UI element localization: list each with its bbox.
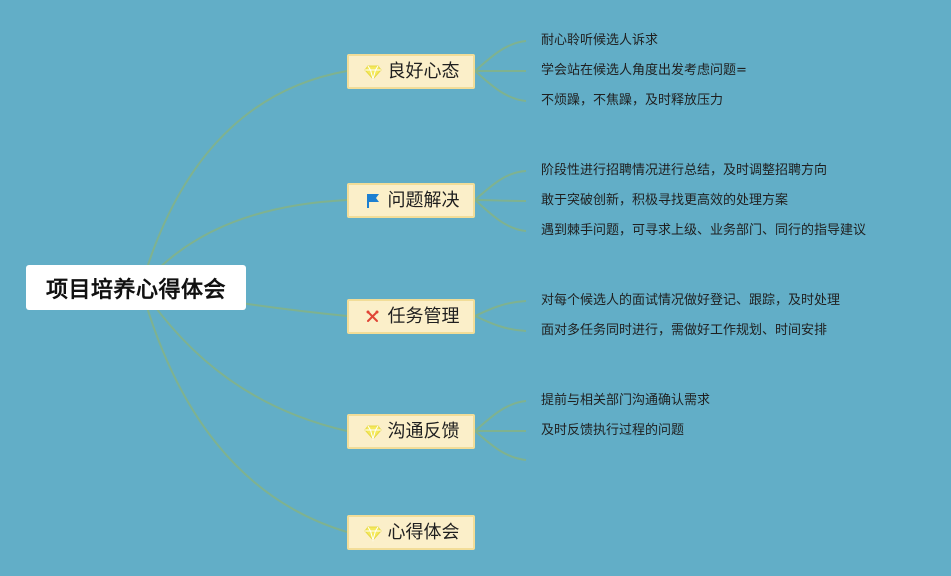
flag-icon	[363, 191, 383, 211]
leaf-topic[interactable]: 耐心聆听候选人诉求	[541, 33, 659, 48]
leaf-topic[interactable]: 对每个候选人的面试情况做好登记、跟踪，及时处理	[541, 293, 841, 308]
root-topic[interactable]: 项目培养心得体会	[26, 265, 246, 310]
leaf-topic[interactable]: 不烦躁，不焦躁，及时释放压力	[541, 93, 724, 108]
branch-2-connector-1	[474, 170, 527, 201]
branch-3-connector-2	[474, 315, 527, 332]
branch-label: 问题解决	[387, 189, 460, 211]
branch-4-connector-1	[474, 400, 527, 432]
root-connector-5	[140, 286, 348, 533]
gem-icon	[363, 62, 383, 82]
leaf-topic[interactable]: 阶段性进行招聘情况进行总结，及时调整招聘方向	[541, 163, 828, 178]
root-connector-4	[140, 286, 348, 432]
gem-icon	[363, 523, 383, 543]
branch-label: 心得体会	[387, 521, 460, 543]
branch-2-connector-3	[474, 199, 527, 232]
branch-topic-reflection[interactable]: 心得体会	[347, 515, 475, 550]
branch-1-connector-1	[474, 40, 527, 72]
branch-4-connector-3	[474, 430, 527, 461]
branch-label: 良好心态	[387, 60, 460, 82]
branch-topic-task-management[interactable]: 任务管理	[347, 299, 475, 334]
gem-icon	[363, 422, 383, 442]
branch-1-connector-3	[474, 70, 527, 102]
branch-topic-communication-feedback[interactable]: 沟通反馈	[347, 414, 475, 449]
leaf-topic[interactable]: 提前与相关部门沟通确认需求	[541, 393, 711, 408]
root-connector-1	[140, 70, 348, 288]
leaf-topic[interactable]: 学会站在候选人角度出发考虑问题=	[541, 63, 747, 78]
branch-2-connector-2	[474, 199, 527, 202]
leaf-topic[interactable]: 面对多任务同时进行，需做好工作规划、时间安排	[541, 323, 828, 338]
branch-topic-good-mindset[interactable]: 良好心态	[347, 54, 475, 89]
branch-3-connector-1	[474, 300, 527, 317]
leaf-topic[interactable]: 遇到棘手问题，可寻求上级、业务部门、同行的指导建议	[541, 223, 867, 238]
branch-label: 任务管理	[387, 305, 460, 327]
leaf-topic[interactable]: 及时反馈执行过程的问题	[541, 423, 685, 438]
branch-topic-problem-solving[interactable]: 问题解决	[347, 183, 475, 218]
branch-label: 沟通反馈	[387, 420, 460, 442]
leaf-topic[interactable]: 敢于突破创新，积极寻找更高效的处理方案	[541, 193, 789, 208]
tools-icon	[363, 307, 383, 327]
